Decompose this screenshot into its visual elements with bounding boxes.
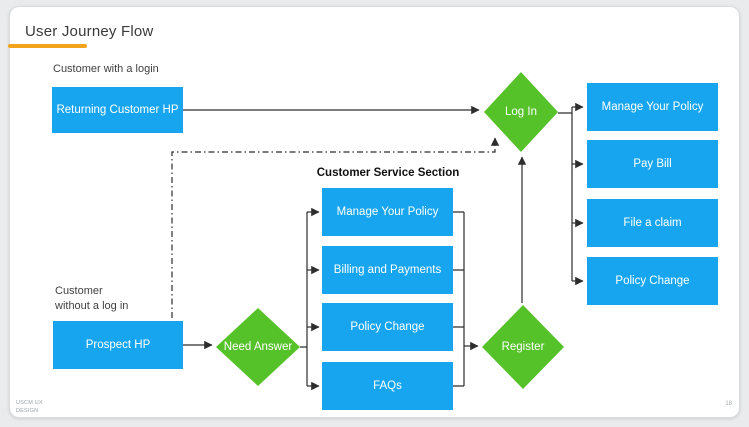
- label-customer-without-login: Customer without a log in: [55, 284, 128, 313]
- label-customer-with-login: Customer with a login: [53, 63, 159, 75]
- node-service-policy-change-label: Policy Change: [350, 321, 425, 333]
- node-action-manage-your-policy-label: Manage Your Policy: [601, 101, 704, 113]
- node-decision-need-answer: Need Answer: [216, 308, 300, 386]
- footer-credit: USCM UX DESIGN: [16, 399, 43, 415]
- node-decision-login-label: Log In: [505, 106, 537, 118]
- node-service-faqs-label: FAQs: [373, 380, 402, 392]
- node-returning-customer-hp-label: Returning Customer HP: [56, 104, 179, 116]
- node-service-billing-and-payments: Billing and Payments: [322, 246, 453, 294]
- node-service-faqs: FAQs: [322, 362, 453, 410]
- node-action-manage-your-policy: Manage Your Policy: [587, 83, 718, 131]
- node-action-file-a-claim-label: File a claim: [623, 217, 682, 229]
- node-decision-register: Register: [482, 305, 564, 389]
- node-decision-register-label: Register: [501, 341, 545, 353]
- footer-credit-line2: DESIGN: [16, 408, 39, 414]
- connector-prospect-to-login-dashed: [171, 137, 500, 318]
- node-action-policy-change: Policy Change: [587, 257, 718, 305]
- node-action-pay-bill: Pay Bill: [587, 140, 718, 188]
- connector-needanswer-to-service-trunk: [300, 212, 308, 386]
- label-customer-without-login-line2: without a log in: [55, 299, 129, 312]
- connector-login-to-actions-trunk: [558, 107, 573, 281]
- node-service-manage-your-policy-label: Manage Your Policy: [336, 206, 439, 218]
- node-service-billing-and-payments-label: Billing and Payments: [333, 264, 442, 276]
- node-prospect-hp: Prospect HP: [53, 321, 183, 369]
- node-action-pay-bill-label: Pay Bill: [633, 158, 672, 170]
- node-service-policy-change: Policy Change: [322, 303, 453, 351]
- node-service-manage-your-policy: Manage Your Policy: [322, 188, 453, 236]
- node-action-policy-change-label: Policy Change: [615, 275, 690, 287]
- node-decision-need-answer-label: Need Answer: [223, 341, 293, 353]
- customer-service-section-title: Customer Service Section: [316, 167, 460, 179]
- page-number: 18: [725, 401, 732, 407]
- node-decision-login: Log In: [484, 72, 558, 152]
- node-action-file-a-claim: File a claim: [587, 199, 718, 247]
- connector-service-to-register-trunk: [453, 211, 465, 387]
- page-title: User Journey Flow: [25, 23, 154, 40]
- label-customer-without-login-line1: Customer: [55, 285, 103, 297]
- node-prospect-hp-label: Prospect HP: [85, 339, 151, 351]
- node-returning-customer-hp: Returning Customer HP: [52, 87, 183, 133]
- title-accent-underline: [8, 44, 87, 48]
- footer-credit-line1: USCM UX: [16, 400, 43, 406]
